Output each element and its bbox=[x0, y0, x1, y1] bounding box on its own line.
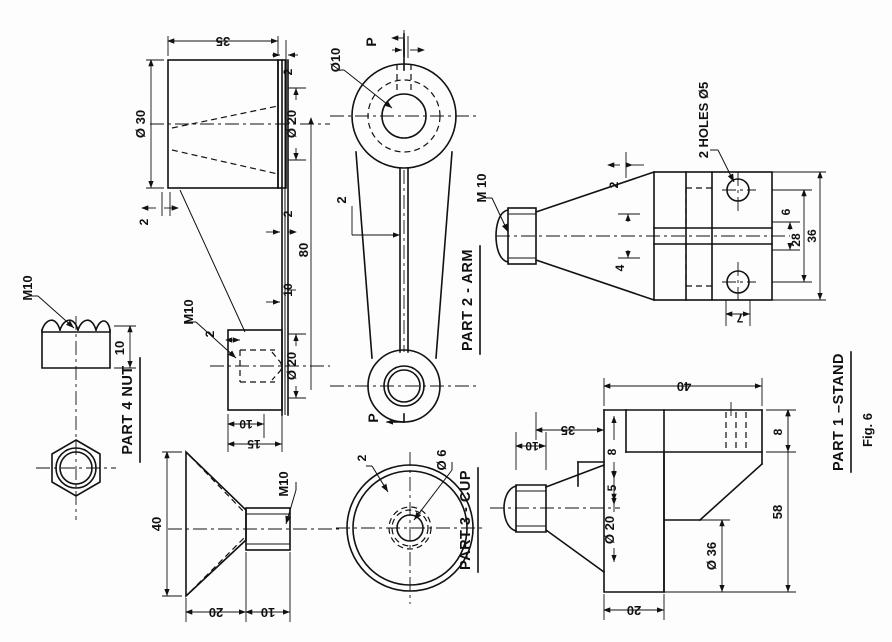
dim-2c-text: 2 bbox=[281, 210, 295, 217]
part4-title: PART 4 NUT bbox=[120, 365, 136, 454]
stand-cone-lower bbox=[544, 528, 606, 574]
cup-m10-leader bbox=[285, 489, 297, 525]
part1-title-group: PART 1 –STAND bbox=[831, 351, 852, 473]
two-holes-leader bbox=[717, 149, 735, 183]
arm-dim2-text: 2 bbox=[607, 181, 621, 188]
dim-80-text: 80 bbox=[296, 243, 311, 257]
dim-10a-text: 10 bbox=[281, 283, 295, 297]
part3-title-group: PART 3 - CUP bbox=[458, 467, 479, 573]
stand-base-boss bbox=[227, 329, 283, 411]
dim-35-text: 35 bbox=[216, 34, 230, 49]
dim-2d-text: 2 bbox=[203, 330, 217, 337]
part2-title-group: PART 2 - ARM bbox=[460, 245, 481, 355]
stand-dim5-text: 5 bbox=[605, 484, 619, 491]
nut-m10-label: M10 bbox=[20, 275, 35, 300]
m10-label-part1: M10 bbox=[181, 299, 196, 324]
dim-2b-text: 2 bbox=[137, 218, 151, 225]
cup-dim2-leader bbox=[371, 465, 389, 493]
cup-dim10-text: 10 bbox=[261, 605, 275, 620]
part2-arm-plan-view: Ø10 P P 2 PART 2 - ARM bbox=[328, 30, 481, 425]
nut-side-chamfer-3 bbox=[76, 319, 97, 332]
arm-body-left-edge bbox=[355, 151, 373, 359]
nut-dim10-text: 10 bbox=[112, 341, 127, 355]
figure-caption: Fig. 6 bbox=[860, 413, 875, 447]
dia10-leader bbox=[343, 69, 393, 109]
stand-dim20-text: 20 bbox=[627, 603, 641, 618]
part3-title: PART 3 - CUP bbox=[458, 470, 474, 570]
part4-nut-views: M10 10 PART 4 NUT bbox=[20, 275, 141, 520]
cup-m10-label: M10 bbox=[276, 471, 291, 496]
stand-dim35-text: 35 bbox=[561, 423, 575, 438]
part1-stand-profile-view: 40 8 8 35 10 5 Ø 20 Ø 36 bbox=[490, 351, 852, 620]
dim-d30-text: Ø 30 bbox=[133, 110, 148, 138]
dim-d20b-text: Ø 20 bbox=[284, 352, 299, 380]
nut-m10-leader bbox=[37, 295, 75, 329]
part3-cup-views: M10 40 20 10 2 Ø 6 PART 3 - CUP bbox=[149, 450, 486, 622]
dim-arm-2body-text: 2 bbox=[334, 196, 349, 203]
cup-dim20-text: 20 bbox=[209, 605, 223, 620]
stand-dim40-text: 40 bbox=[677, 379, 691, 394]
part2-arm-section-view: M 10 2 HOLES Ø5 2 4 6 28 36 bbox=[474, 82, 826, 326]
stand-taper-hidden-upper bbox=[171, 105, 279, 129]
cup-dim40-text: 40 bbox=[149, 517, 164, 531]
arm-dim28-text: 28 bbox=[789, 233, 803, 247]
arm-dim4-text: 4 bbox=[613, 264, 627, 271]
part2-title: PART 2 - ARM bbox=[460, 249, 476, 351]
part1-title: PART 1 –STAND bbox=[831, 353, 847, 471]
arm-m10-label: M 10 bbox=[474, 174, 489, 203]
section-marker-p-top: P bbox=[363, 37, 379, 46]
dim-10b-text: 10 bbox=[239, 417, 253, 431]
stand-rib-diagonal bbox=[698, 462, 764, 522]
dia10-label: Ø10 bbox=[328, 48, 343, 73]
stand-dim8a-text: 8 bbox=[771, 428, 785, 435]
nut-side-chamfer-1 bbox=[40, 319, 61, 332]
arm-dim36-text: 36 bbox=[805, 229, 819, 243]
nut-side-chamfer-4 bbox=[94, 320, 111, 332]
cup-funnel-hidden-lower bbox=[189, 537, 245, 593]
cup-dim2-text: 2 bbox=[355, 454, 369, 461]
dim-15-text: 15 bbox=[247, 437, 261, 451]
arm-dim6-text: 6 bbox=[779, 208, 793, 215]
arm-dim7-text: 7 bbox=[736, 311, 743, 325]
stand-nose-thread-block bbox=[515, 484, 547, 533]
stand-dimd36-text: Ø 36 bbox=[704, 542, 719, 570]
nut-side-chamfer-2 bbox=[58, 319, 79, 332]
dim-d20-text: Ø 20 bbox=[284, 110, 299, 138]
stand-taper-hidden-lower bbox=[171, 149, 279, 175]
stand-dim8b-text: 8 bbox=[605, 448, 619, 455]
two-holes-label: 2 HOLES Ø5 bbox=[696, 82, 711, 159]
dim-2a-text: 2 bbox=[281, 68, 295, 75]
stand-dim58-text: 58 bbox=[770, 505, 785, 519]
arm-cone-lower bbox=[534, 258, 656, 302]
part1-stand-section-view: 35 2 Ø 30 Ø 20 2 2 80 10 bbox=[133, 34, 330, 452]
cup-dia6-leader bbox=[413, 469, 453, 521]
m10-leader-part1 bbox=[195, 321, 237, 359]
arm-cone-upper bbox=[534, 170, 656, 214]
stand-leader-line bbox=[179, 189, 246, 333]
arm-body-right-edge bbox=[435, 151, 453, 359]
cup-dia6-label: Ø 6 bbox=[434, 450, 449, 471]
arm-m10-leader bbox=[491, 197, 509, 233]
section-marker-p-bottom: P bbox=[365, 413, 381, 422]
stand-dimd20-text: Ø 20 bbox=[602, 516, 617, 544]
stand-dim10c-text: 10 bbox=[525, 439, 539, 453]
stand-cone-upper bbox=[544, 463, 606, 489]
part4-title-group: PART 4 NUT bbox=[120, 357, 141, 463]
cup-funnel-hidden-upper bbox=[189, 455, 245, 513]
